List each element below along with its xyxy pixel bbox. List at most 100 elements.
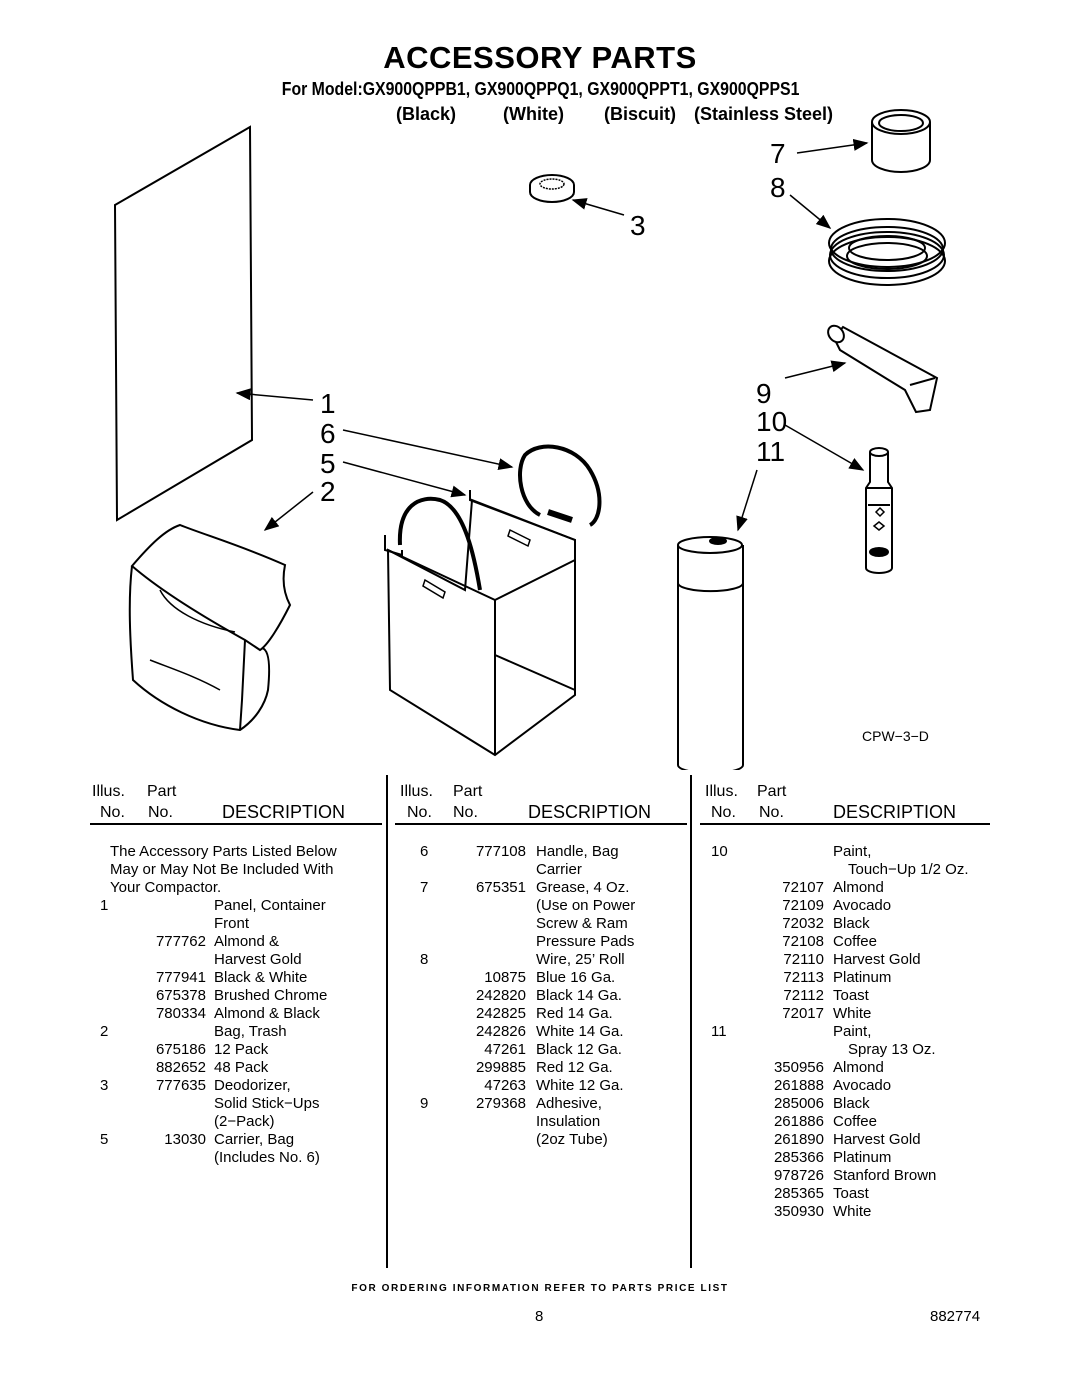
part-number: 10875	[484, 969, 526, 986]
callout-7: 7	[770, 138, 786, 169]
part-number: 72032	[782, 915, 824, 932]
illus-number: 1	[100, 897, 109, 914]
spray-paint-can	[677, 536, 744, 770]
description: Almond &	[214, 933, 280, 950]
deodorizer-stick-up	[529, 174, 575, 203]
header-part: Part	[147, 783, 177, 800]
part-number: 242820	[475, 987, 526, 1004]
wire-roll	[828, 218, 946, 286]
header-description: DESCRIPTION	[833, 802, 957, 822]
callout-2: 2	[320, 476, 336, 507]
description: Panel, Container	[214, 897, 326, 914]
description: Your Compactor.	[110, 879, 222, 896]
description: Paint,	[833, 1023, 872, 1040]
description: Black 12 Ga.	[536, 1041, 622, 1058]
description: Harvest Gold	[833, 951, 921, 968]
description: Brushed Chrome	[214, 987, 328, 1004]
description: Almond	[833, 879, 884, 896]
part-number: 242825	[475, 1005, 526, 1022]
description: Black	[833, 915, 870, 932]
description: Coffee	[833, 1113, 877, 1130]
description: Red 14 Ga.	[536, 1005, 613, 1022]
part-number: 350930	[773, 1203, 824, 1220]
part-number: 72110	[783, 951, 824, 968]
part-number: 47263	[484, 1077, 526, 1094]
description: Platinum	[833, 969, 892, 986]
description: Carrier	[536, 861, 582, 878]
description: Toast	[833, 1185, 869, 1202]
description: Harvest Gold	[833, 1131, 921, 1148]
description: (Includes No. 6)	[214, 1149, 320, 1166]
header-rule	[90, 823, 382, 825]
header-illus: Illus.	[92, 783, 125, 800]
color-label-biscuit: (Biscuit)	[604, 104, 676, 124]
column-divider	[690, 775, 692, 1268]
description: Screw & Ram	[536, 915, 628, 932]
color-label-black: (Black)	[396, 104, 457, 124]
description: Spray 13 Oz.	[848, 1041, 936, 1058]
header-description: DESCRIPTION	[528, 802, 652, 822]
description: (2−Pack)	[214, 1113, 275, 1130]
description: Blue 16 Ga.	[536, 969, 616, 986]
description: Carrier, Bag	[214, 1131, 295, 1148]
part-number: 47261	[484, 1041, 526, 1058]
header-illus: Illus.	[400, 783, 433, 800]
description: Stanford Brown	[833, 1167, 937, 1184]
color-label-white: (White)	[503, 104, 564, 124]
part-number: 299885	[475, 1059, 526, 1076]
description: White 14 Ga.	[536, 1023, 624, 1040]
callout-9: 9	[756, 378, 772, 409]
part-number: 978726	[773, 1167, 824, 1184]
illus-number: 10	[711, 843, 728, 860]
description: White	[833, 1005, 872, 1022]
color-label-stainless: (Stainless Steel)	[694, 104, 834, 124]
part-number: 279368	[475, 1095, 526, 1112]
description: Black 14 Ga.	[536, 987, 622, 1004]
description: (2oz Tube)	[536, 1131, 608, 1148]
header-part-no: No.	[453, 804, 478, 821]
trash-bag	[128, 523, 292, 732]
description: Almond	[833, 1059, 884, 1076]
callout-1: 1	[320, 388, 336, 419]
callout-10: 10	[756, 406, 788, 437]
part-number: 675378	[155, 987, 206, 1004]
header-rule	[700, 823, 990, 825]
page-title: ACCESSORY PARTS	[383, 40, 697, 75]
description: Solid Stick−Ups	[214, 1095, 320, 1112]
part-number: 285006	[773, 1095, 824, 1112]
description: Bag, Trash	[214, 1023, 287, 1040]
description: May or May Not Be Included With	[110, 861, 334, 878]
description: Black & White	[214, 969, 308, 986]
illus-number: 2	[100, 1023, 109, 1040]
header-part: Part	[757, 783, 787, 800]
diagram-code: CPW−3−D	[862, 728, 929, 744]
description: Platinum	[833, 1149, 892, 1166]
touch-up-paint-bottle	[865, 447, 893, 574]
part-number: 350956	[773, 1059, 824, 1076]
part-number: 285365	[773, 1185, 824, 1202]
header-part-no: No.	[148, 804, 173, 821]
callout-6: 6	[320, 418, 336, 449]
part-number: 777762	[155, 933, 206, 950]
header-illus-no: No.	[407, 804, 432, 821]
part-number: 72112	[783, 987, 824, 1004]
description: Avocado	[833, 897, 892, 914]
ordering-footer: FOR ORDERING INFORMATION REFER TO PARTS …	[351, 1283, 729, 1294]
illus-number: 5	[100, 1131, 109, 1148]
part-number: 72108	[782, 933, 824, 950]
description: Deodorizer,	[214, 1077, 291, 1094]
illus-number: 8	[420, 951, 429, 968]
part-number: 261888	[773, 1077, 824, 1094]
callout-11: 11	[756, 436, 786, 467]
description: Avocado	[833, 1077, 892, 1094]
header-illus: Illus.	[705, 783, 738, 800]
header-part-no: No.	[759, 804, 784, 821]
part-number: 675186	[155, 1041, 206, 1058]
part-number: 777108	[475, 843, 526, 860]
document-number: 882774	[930, 1308, 981, 1325]
part-number: 72107	[782, 879, 824, 896]
part-number: 675351	[475, 879, 526, 896]
grease-container	[871, 109, 931, 173]
description: White 12 Ga.	[536, 1077, 624, 1094]
part-number: 72113	[783, 969, 824, 986]
